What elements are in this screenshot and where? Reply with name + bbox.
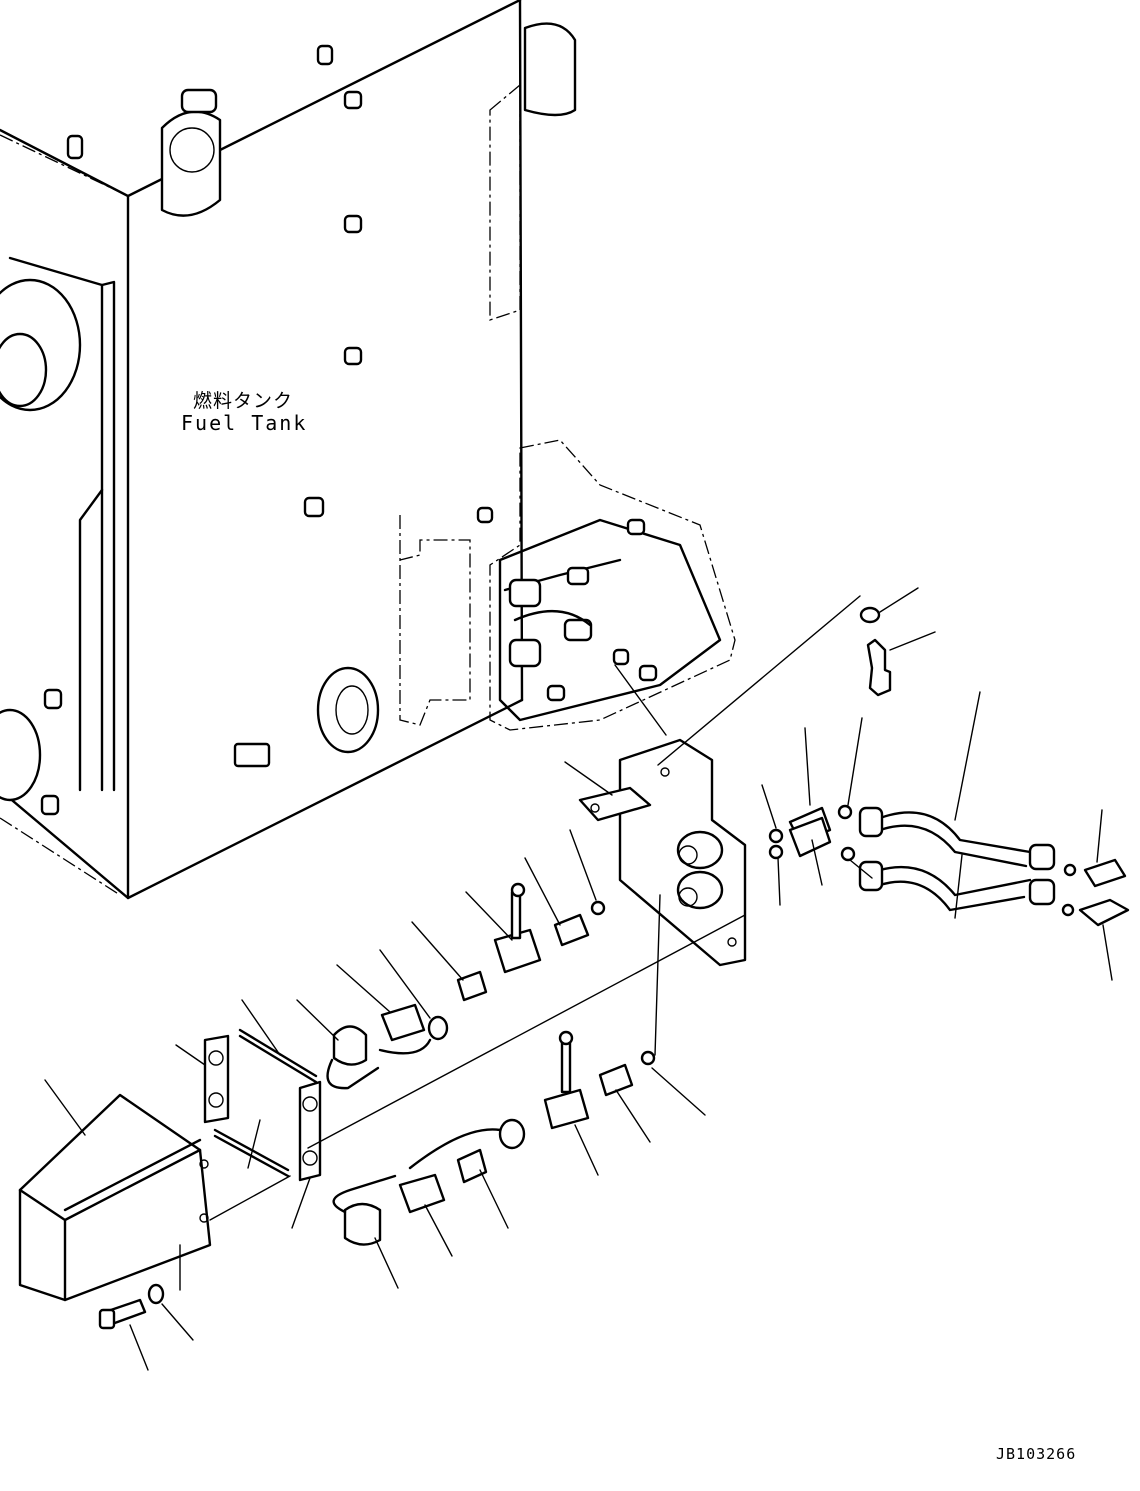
lifting-eye — [160, 110, 222, 217]
protective-cover — [18, 1093, 212, 1302]
fuel-tank-label-japanese: 燃料タンク — [193, 390, 294, 412]
leader-lines — [44, 587, 1113, 1371]
drain-flange — [316, 666, 380, 754]
hose-assemblies — [858, 806, 1130, 927]
drawing-code: JB103266 — [996, 1445, 1077, 1463]
lower-valve-line — [332, 1030, 656, 1246]
tank-handle — [523, 22, 577, 117]
fuel-tank-label-english: Fuel Tank — [181, 411, 308, 435]
tank-mount-bracket — [399, 439, 736, 731]
mount-bolt — [859, 606, 892, 697]
cover-bolt — [98, 1283, 165, 1330]
fuel-tank — [0, 0, 577, 900]
elbow-fittings — [768, 804, 1077, 917]
valve-mounting-plate — [578, 738, 747, 967]
side-plates — [203, 1028, 322, 1182]
upper-valve-line — [326, 882, 606, 1090]
tank-bosses — [40, 44, 494, 816]
